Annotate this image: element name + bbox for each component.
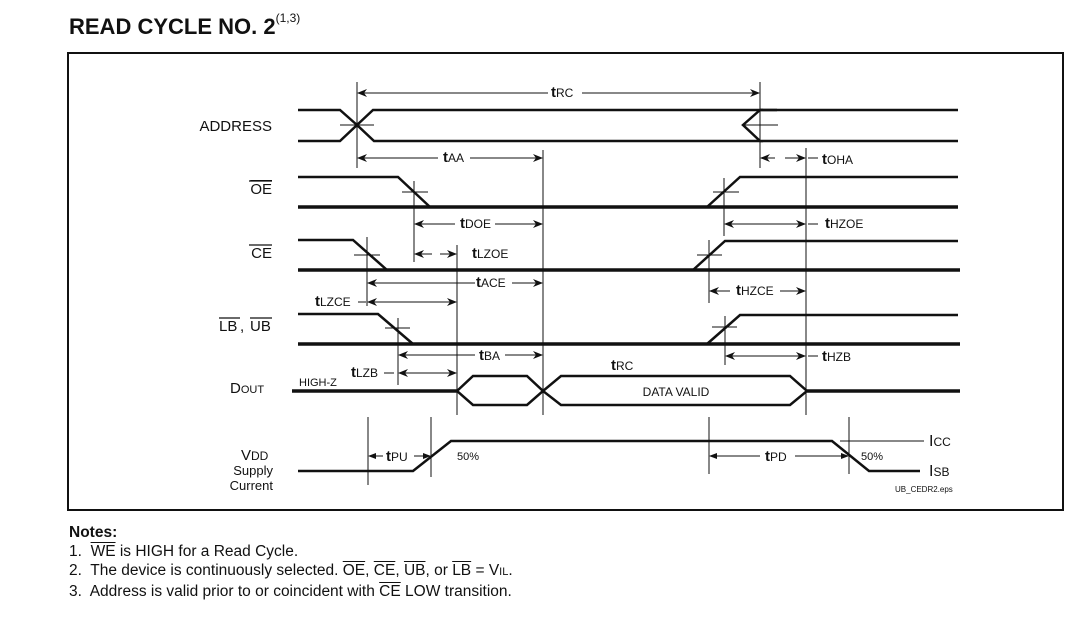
label-data-valid: DATA VALID xyxy=(643,385,710,399)
note-1: 1. WE is HIGH for a Read Cycle. xyxy=(69,543,299,560)
label-thzoe: tHZOE xyxy=(825,215,863,232)
waveform-ce xyxy=(298,238,960,272)
note-3: 3. Address is valid prior to or coincide… xyxy=(69,583,512,600)
label-vdd-line3: Current xyxy=(230,478,274,493)
waveform-lb-ub xyxy=(298,312,960,346)
timing-arrows xyxy=(357,89,849,459)
label-vdd-line2: Supply xyxy=(233,463,273,478)
label-thzb: tHZB xyxy=(822,348,851,365)
title-notes-ref: (1,3) xyxy=(275,11,301,25)
label-lb: LB xyxy=(219,318,237,335)
label-lb-comma: , xyxy=(240,318,244,335)
waveform-address xyxy=(298,108,958,143)
label-toha: tOHA xyxy=(822,151,853,168)
waveform-vdd xyxy=(298,439,920,473)
label-tace: tACE xyxy=(476,274,506,291)
label-tba: tBA xyxy=(479,347,500,364)
label-tlzb: tLZB xyxy=(351,364,378,381)
notes-header: Notes: xyxy=(69,524,118,541)
label-dout-main: D xyxy=(230,380,241,397)
label-trc-top: tRC xyxy=(551,84,574,101)
label-dout-sub: OUT xyxy=(241,384,265,396)
label-50pct-fall: 50% xyxy=(861,451,883,463)
label-trc-data: tRC xyxy=(611,357,634,374)
title-text: READ CYCLE NO. 2 xyxy=(69,14,276,39)
reference-lines xyxy=(356,82,850,485)
note-1-we: WE xyxy=(90,543,116,560)
label-tlzce: tLZCE xyxy=(315,293,351,310)
label-taa: tAA xyxy=(443,149,464,166)
label-isb: ISB xyxy=(929,463,949,480)
label-filename: UB_CEDR2.eps xyxy=(895,485,953,494)
label-vdd-sub: DD xyxy=(251,449,269,463)
label-vdd: VDD xyxy=(241,447,269,464)
label-thzce: tHZCE xyxy=(736,282,774,299)
waveform-dout xyxy=(292,374,960,407)
label-tpu: tPU xyxy=(386,448,408,465)
label-tdoe: tDOE xyxy=(460,215,491,232)
label-ce: CE xyxy=(251,245,272,262)
label-tpd: tPD xyxy=(765,448,787,465)
diagram-frame xyxy=(67,52,1064,511)
label-ub: UB xyxy=(250,318,271,335)
label-high-z: HIGH-Z xyxy=(299,377,337,389)
label-tlzoe: tLZOE xyxy=(472,245,508,262)
label-50pct-rise: 50% xyxy=(457,451,479,463)
diagram-title: READ CYCLE NO. 2(1,3) xyxy=(69,11,301,40)
note-2: 2. The device is continuously selected. … xyxy=(69,562,513,579)
label-address: ADDRESS xyxy=(199,118,272,135)
label-oe: OE xyxy=(250,181,272,198)
label-icc: ICC xyxy=(929,433,951,450)
label-dout: DOUT xyxy=(230,380,264,397)
label-vdd-main: V xyxy=(241,447,251,464)
notes-section: Notes: 1. WE is HIGH for a Read Cycle. 2… xyxy=(69,523,513,601)
waveform-oe xyxy=(298,175,958,209)
